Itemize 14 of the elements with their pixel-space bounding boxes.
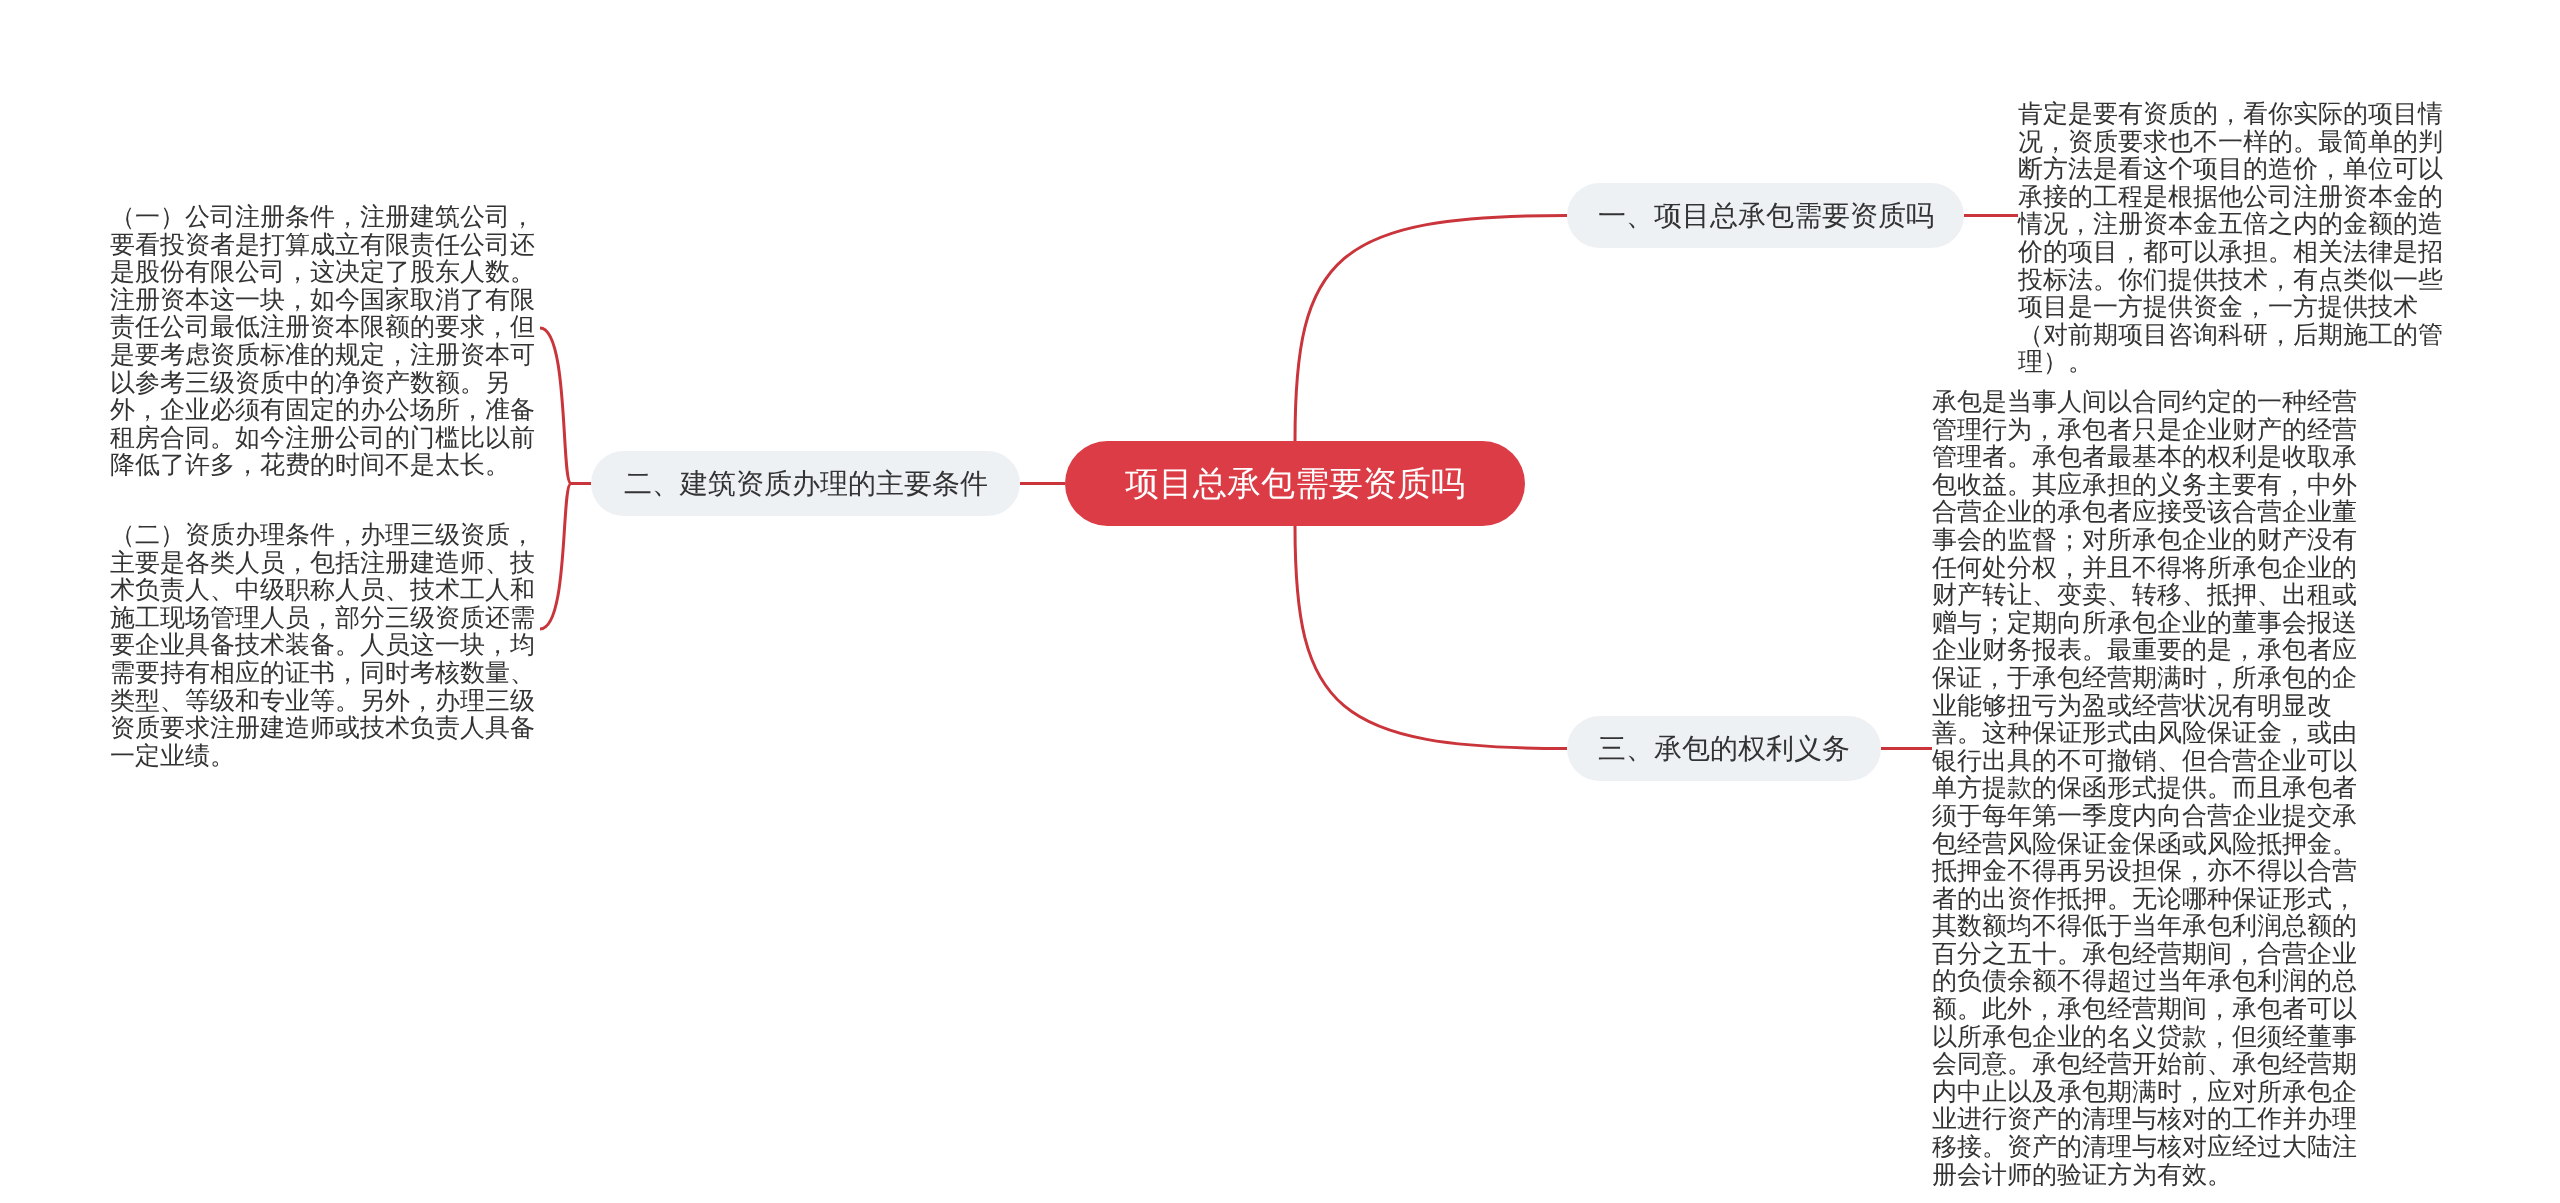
connector-line — [1293, 525, 1568, 750]
note-text: 承包是当事人间以合同约定的一种经营管理行为，承包者只是企业财产的经营管理者。承包者最基本的权利是收取承包收益。其应承担的义务主要有，中外合营企业的承包者应接受该合营企业董事会的监督；对所承包企业的财产没有任何处分权，并且不得将所承包企业的财产转让、变卖、转移、抵押、出租或赠与；定期向所承包企业的董事会报送企业财务报表。最重要的是，承包者应保证，于承包经营期满时，所承包的企业能够扭亏为盈或经营状况有明显改善。这种保证形式由风险保证金，或由银行出具的不可撤销、但合营企业可以单方提款的保函形式提供。而且承包者须于每年第一季度内向合营企业提交承包经营风险保证金保函或风险抵押金。抵押金不得再另设担保，亦不得以合营者的出资作抵押。无论哪种保证形式，其数额均不得低于当年承包利润总额的百分之五十。承包经营期间，合营企业的负债余额不得超过当年承包利润的总额。此外，承包经营期间，承包者可以以所承包企业的名义贷款，但须经董事会同意。承包经营开始前、承包经营期内中止以及承包期满时，应对所承包企业进行资产的清理与核对的工作并办理移接。资产的清理与核对应经过大陆注册会计师的验证方为有效。 — [1932, 388, 2360, 1189]
note-text: （二）资质办理条件，办理三级资质，主要是各类人员，包括注册建造师、技术负责人、中级职称人员、技术工人和施工现场管理人员，部分三级资质还需要企业具备技术装备。人员这一块，均需要持有相应的证书，同时考核数量、类型、等级和专业等。另外，办理三级资质要求注册建造师或技术负责人具备一定业绩。 — [110, 521, 538, 770]
topic-box: 一、项目总承包需要资质吗 — [1567, 183, 1964, 248]
connector-line — [1020, 482, 1065, 485]
topic-box: 三、承包的权利义务 — [1567, 716, 1881, 781]
topic-box: 二、建筑资质办理的主要条件 — [591, 451, 1020, 516]
connector-line — [1293, 214, 1568, 442]
note-text: 肯定是要有资质的，看你实际的项目情况，资质要求也不一样的。最简单的判断方法是看这个项目的造价，单位可以承接的工程是根据他公司注册资本金的情况，注册资本金五倍之内的金额的造价的项目，都可以承担。相关法律是招投标法。你们提供技术，有点类似一些项目是一方提供资金，一方提供技术（对前期项目咨询科研，后期施工的管理）。 — [2018, 100, 2446, 376]
note-text: （一）公司注册条件，注册建筑公司，要看投资者是打算成立有限责任公司还是股份有限公司，这决定了股东人数。注册资本这一块，如今国家取消了有限责任公司最低注册资本限额的要求，但是要考虑资质标准的规定，注册资本可以参考三级资质中的净资产数额。另外，企业必须有固定的办公场所，准备租房合同。如今注册公司的门槛比以前降低了许多，花费的时间不是太长。 — [110, 203, 538, 479]
connector-line — [539, 482, 591, 631]
central-topic-box: 项目总承包需要资质吗 — [1065, 441, 1525, 526]
connector-line — [1964, 214, 2018, 217]
connector-line — [1881, 747, 1932, 750]
